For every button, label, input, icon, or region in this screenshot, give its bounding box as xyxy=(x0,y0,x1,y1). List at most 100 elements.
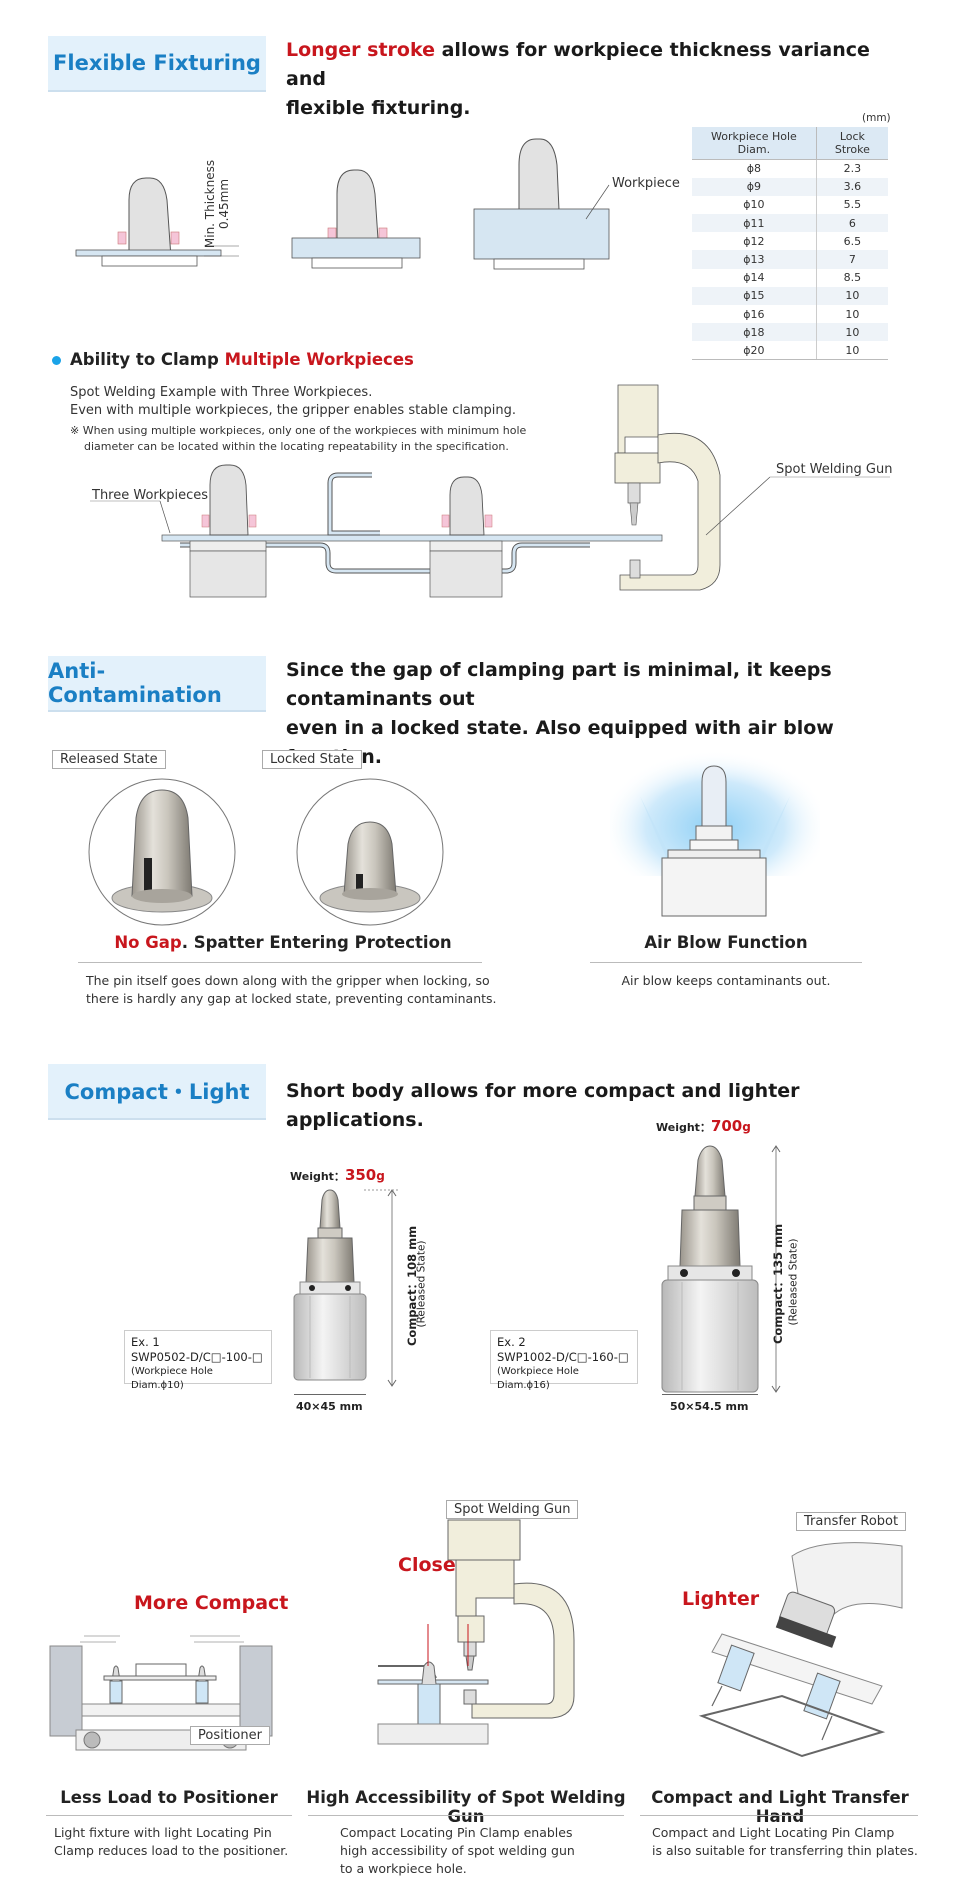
more-compact-tag: More Compact xyxy=(134,1592,289,1614)
min-thickness-label: Min. Thickness 0.45mm xyxy=(203,159,231,250)
example-model: SWP0502-D/C□-100-□ xyxy=(131,1350,263,1364)
weight-1: Weight：350g xyxy=(290,1166,385,1184)
benefit-title-transfer: Compact and Light Transfer Hand xyxy=(651,1788,909,1826)
lighter-tag: Lighter xyxy=(682,1588,760,1610)
hole-diameter-cell: ϕ8 xyxy=(692,159,817,178)
anti-headline: Since the gap of clamping part is minima… xyxy=(286,656,926,772)
positioner-label: Positioner xyxy=(190,1726,270,1745)
flexible-headline: Longer stroke allows for workpiece thick… xyxy=(286,36,886,123)
weight-unit: g xyxy=(376,1169,385,1183)
weight-unit: g xyxy=(742,1120,751,1134)
hole-diameter-cell: ϕ11 xyxy=(692,214,817,233)
hole-diameter-cell: ϕ9 xyxy=(692,177,817,196)
multiple-desc: Spot Welding Example with Three Workpiec… xyxy=(70,384,516,420)
multiple-note: ※ When using multiple workpieces, only o… xyxy=(70,423,526,455)
lock-stroke-cell: 6.5 xyxy=(843,234,862,248)
benefit-desc-transfer: Compact and Light Locating Pin Clamp is … xyxy=(652,1824,918,1860)
spot-welding-gun-tag: Spot Welding Gun xyxy=(446,1500,579,1519)
no-gap-desc: The pin itself goes down along with the … xyxy=(86,972,497,1008)
weight-value: 350 xyxy=(344,1166,377,1184)
hole-diameter-cell: ϕ13 xyxy=(692,250,817,269)
no-gap-text: . Spatter Entering Protection xyxy=(181,933,452,952)
benefit-title-accessibility: High Accessibility of Spot Welding Gun xyxy=(306,1788,626,1826)
released-state-closeup xyxy=(88,778,236,926)
compact-headline: Short body allows for more compact and l… xyxy=(286,1080,800,1131)
divider xyxy=(78,962,482,963)
multiple-title: Ability to Clamp Multiple Workpieces xyxy=(70,350,414,369)
divider xyxy=(590,962,862,963)
example-label: Ex. 2 xyxy=(497,1335,526,1349)
lock-stroke-cell: 3.6 xyxy=(816,177,888,196)
table-row: ϕ14 8.5 xyxy=(692,268,888,287)
height-dimension-2 xyxy=(771,1145,781,1393)
air-blow-figure xyxy=(610,736,820,917)
three-workpieces-label: Three Workpieces xyxy=(92,488,209,503)
lock-stroke-cell: 8.5 xyxy=(843,271,862,285)
headline-text-2: flexible fixturing. xyxy=(286,97,471,119)
hole-diameter-cell: ϕ15 xyxy=(692,286,817,305)
released-state-label: Released State xyxy=(52,750,166,769)
lock-stroke-cell: 10 xyxy=(845,307,860,321)
example-1-box: Ex. 1 SWP0502-D/C□-100-□ (Workpiece Hole… xyxy=(124,1330,272,1391)
multiple-desc-line: Even with multiple workpieces, the gripp… xyxy=(70,403,517,418)
example-note: (Workpiece Hole Diam.ϕ16) xyxy=(497,1366,579,1391)
min-thickness-text: Min. Thickness xyxy=(203,159,218,249)
headline-highlight: Longer stroke xyxy=(286,39,435,61)
multiple-title-highlight: Multiple Workpieces xyxy=(224,350,414,369)
product-swp1002-figure xyxy=(661,1145,759,1393)
height-dimension-1 xyxy=(364,1189,400,1387)
hole-diameter-cell: ϕ12 xyxy=(692,232,817,251)
spot-welding-three-workpieces-figure xyxy=(90,384,890,598)
min-thickness-value: 0.45mm xyxy=(217,178,232,230)
lock-stroke-cell: 6 xyxy=(816,214,888,233)
note-line: ※ When using multiple workpieces, only o… xyxy=(70,424,527,437)
tab-anti-contamination: Anti-Contamination xyxy=(48,656,266,712)
base-dimension-2: 50×54.5 mm xyxy=(670,1400,749,1413)
note-line: diameter can be located within the locat… xyxy=(84,440,509,453)
section-title: Compact・Light xyxy=(64,1080,250,1104)
table-header: Workpiece Hole Diam. xyxy=(692,127,817,160)
multiple-title-text: Ability to Clamp xyxy=(70,350,225,369)
desc-line: Compact Locating Pin Clamp enables xyxy=(340,1825,573,1840)
divider xyxy=(308,1815,624,1816)
desc-line: Clamp reduces load to the positioner. xyxy=(54,1843,289,1858)
table-header: Lock Stroke xyxy=(816,127,888,160)
benefit-title-positioner: Less Load to Positioner xyxy=(60,1788,278,1807)
divider xyxy=(640,1815,918,1816)
headline-text: allows for workpiece thickness variance … xyxy=(286,39,870,90)
lock-stroke-cell: 2.3 xyxy=(843,162,862,176)
transfer-robot-tag: Transfer Robot xyxy=(796,1512,907,1531)
section-title: Flexible Fixturing xyxy=(53,51,261,75)
headline-text: Since the gap of clamping part is minima… xyxy=(286,659,832,710)
hole-diameter-cell: ϕ18 xyxy=(692,323,817,342)
desc-line: Compact and Light Locating Pin Clamp xyxy=(652,1825,895,1840)
lock-stroke-cell: 10 xyxy=(816,341,888,361)
pin-thin-plate-figure xyxy=(75,177,239,267)
example-label: Ex. 1 xyxy=(131,1335,160,1349)
lock-stroke-cell: 10 xyxy=(816,323,888,342)
no-gap-highlight: No Gap xyxy=(114,933,182,952)
locked-state-closeup xyxy=(296,778,444,926)
hole-diameter-cell: ϕ20 xyxy=(692,341,817,361)
headline-text-2: even in a locked state. Also equipped wi… xyxy=(286,717,834,768)
tab-flexible-fixturing: Flexible Fixturing xyxy=(48,36,266,92)
hole-diameter-cell: ϕ14 xyxy=(692,268,817,287)
weight-label: Weight： xyxy=(290,1170,345,1183)
lock-stroke-cell: 7 xyxy=(816,250,888,269)
workpiece-label: Workpiece xyxy=(612,176,680,191)
desc-line: The pin itself goes down along with the … xyxy=(86,973,490,988)
multiple-desc-line: Spot Welding Example with Three Workpiec… xyxy=(70,385,373,400)
table-row: ϕ12 6.5 xyxy=(692,232,888,251)
spot-welding-gun-figure xyxy=(377,1519,575,1745)
hole-diameter-cell: ϕ16 xyxy=(692,305,817,324)
desc-line: high accessibility of spot welding gun xyxy=(340,1843,575,1858)
divider xyxy=(46,1815,292,1816)
released-state-note: (Released State) xyxy=(415,1240,428,1328)
benefit-desc-accessibility: Compact Locating Pin Clamp enables high … xyxy=(340,1824,575,1878)
air-blow-desc: Air blow keeps contaminants out. xyxy=(621,973,831,988)
hole-diameter-cell: ϕ10 xyxy=(692,195,817,215)
desc-line: Light fixture with light Locating Pin xyxy=(54,1825,272,1840)
